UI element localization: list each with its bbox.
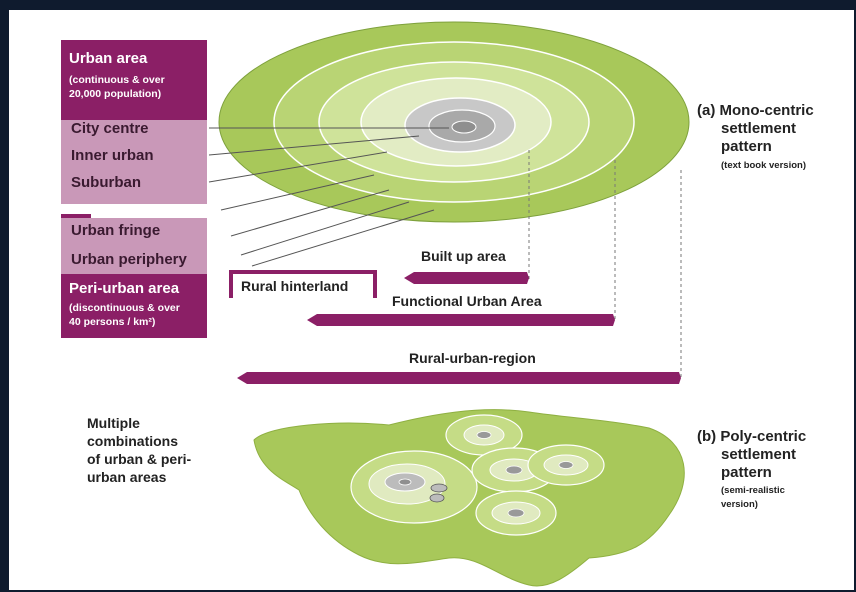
city-centre-label: City centre [71, 120, 149, 137]
poly-centric-note-1: (semi-realistic [721, 485, 785, 496]
peri-urban-note-1: (discontinuous & over [69, 302, 180, 314]
poly-centric-region [253, 409, 685, 587]
peri-zones-box: Urban fringe Urban periphery [61, 218, 207, 274]
built-up-area-label: Built up area [421, 248, 506, 264]
scale-arrows [237, 272, 681, 384]
leader-lines [208, 127, 449, 267]
multiple-line1: Multiple [87, 415, 140, 431]
mono-centric-rings [218, 21, 690, 223]
extent-lines [528, 150, 682, 380]
peri-urban-box: Peri-urban area (discontinuous & over 40… [61, 274, 207, 338]
poly-centric-line3: pattern [721, 464, 772, 481]
poly-centric-line1: (b) Poly-centric [697, 428, 807, 445]
multiple-line3: of urban & peri- [87, 451, 192, 467]
urban-area-note-2: 20,000 population) [69, 88, 162, 100]
ring-core [451, 120, 477, 134]
urban-zones-box: City centre Inner urban Suburban [61, 120, 207, 204]
mono-centric-line3: pattern [721, 138, 772, 155]
urban-area-box: Urban area (continuous & over 20,000 pop… [61, 40, 207, 122]
functional-urban-area-label: Functional Urban Area [392, 293, 542, 309]
multiple-line2: combinations [87, 433, 179, 449]
peri-urban-accent [61, 214, 91, 218]
urban-area-note-1: (continuous & over [69, 74, 165, 86]
poly-centric-note-2: version) [721, 499, 758, 510]
inner-urban-label: Inner urban [71, 147, 154, 164]
urban-fringe-label: Urban fringe [71, 222, 161, 239]
urban-periphery-label: Urban periphery [71, 251, 187, 268]
mono-centric-note: (text book version) [721, 160, 806, 171]
mono-centric-line2: settlement [721, 120, 797, 137]
diagram-graphic [208, 21, 690, 587]
peri-urban-note-2: 40 persons / km²) [69, 316, 156, 328]
rural-urban-region-label: Rural-urban-region [409, 350, 536, 366]
rural-hinterland-label: Rural hinterland [241, 278, 349, 294]
peri-urban-title: Peri-urban area [69, 280, 180, 297]
mono-centric-line1: (a) Mono-centric [697, 102, 814, 119]
rural-hinterland-box: Rural hinterland [229, 270, 377, 298]
diagram-panel: Urban area (continuous & over 20,000 pop… [9, 10, 854, 590]
urban-area-title: Urban area [69, 50, 148, 67]
poly-centric-line2: settlement [721, 446, 797, 463]
suburban-label: Suburban [71, 174, 141, 191]
multiple-line4: urban areas [87, 469, 167, 485]
